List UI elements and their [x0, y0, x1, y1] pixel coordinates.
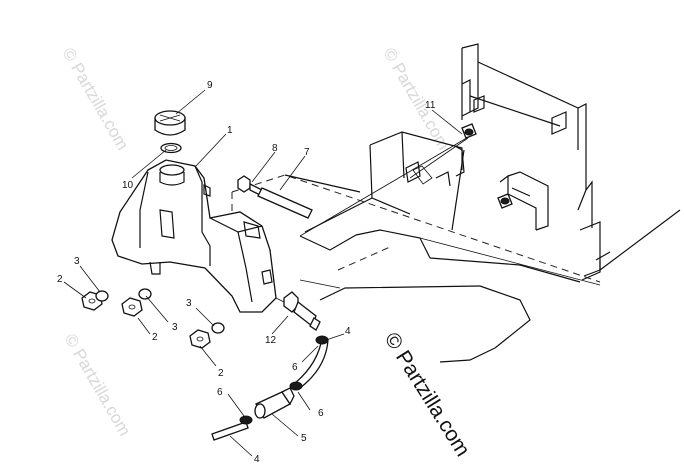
- callout-6b: 6: [217, 387, 223, 398]
- pump-fitting: [461, 123, 477, 139]
- vent-tube: [257, 187, 313, 219]
- callout-9: 9: [207, 80, 213, 91]
- watermark-main: © Partzilla.com: [380, 328, 474, 460]
- callout-3b: 3: [186, 298, 192, 309]
- callout-4a: 4: [345, 326, 351, 337]
- washer-left: [95, 290, 109, 302]
- vent-fitting: [237, 175, 263, 198]
- callout-2c: 2: [218, 368, 224, 379]
- washer-center: [138, 288, 152, 300]
- fuel-filter: [254, 387, 295, 419]
- callout-2b: 2: [152, 332, 158, 343]
- callout-6a: 6: [292, 362, 298, 373]
- callout-6c: 6: [318, 408, 324, 419]
- callout-2a: 2: [57, 274, 63, 285]
- watermark-bottom-left: © Partzilla.com: [61, 331, 135, 440]
- connection-lines: [299, 135, 471, 237]
- outlet-valve: [275, 291, 321, 331]
- washer-bottom: [211, 322, 225, 334]
- nut-bottom: [189, 329, 211, 349]
- callout-10: 10: [122, 180, 134, 191]
- fuel-cap: [154, 110, 186, 136]
- callout-3a: 3: [74, 256, 80, 267]
- frame-fitting-right: [497, 193, 513, 209]
- callout-7: 7: [304, 147, 310, 158]
- fuel-tank: [111, 159, 277, 313]
- callout-12: 12: [265, 335, 277, 346]
- callout-3c: 3: [172, 322, 178, 333]
- nut-center: [121, 297, 143, 317]
- callout-11: 11: [425, 100, 436, 111]
- mounting-hardware: [81, 288, 225, 349]
- watermark-top-left: © Partzilla.com: [59, 45, 133, 154]
- callout-labels: 9 1 10 8 7 11 3 2 3 3 2 12 4 6 2 6 6 5 4: [57, 80, 436, 465]
- callout-4b: 4: [254, 454, 260, 465]
- callout-5: 5: [301, 433, 307, 444]
- callout-1: 1: [227, 125, 233, 136]
- leader-lines: [63, 89, 463, 457]
- callout-8: 8: [272, 143, 278, 154]
